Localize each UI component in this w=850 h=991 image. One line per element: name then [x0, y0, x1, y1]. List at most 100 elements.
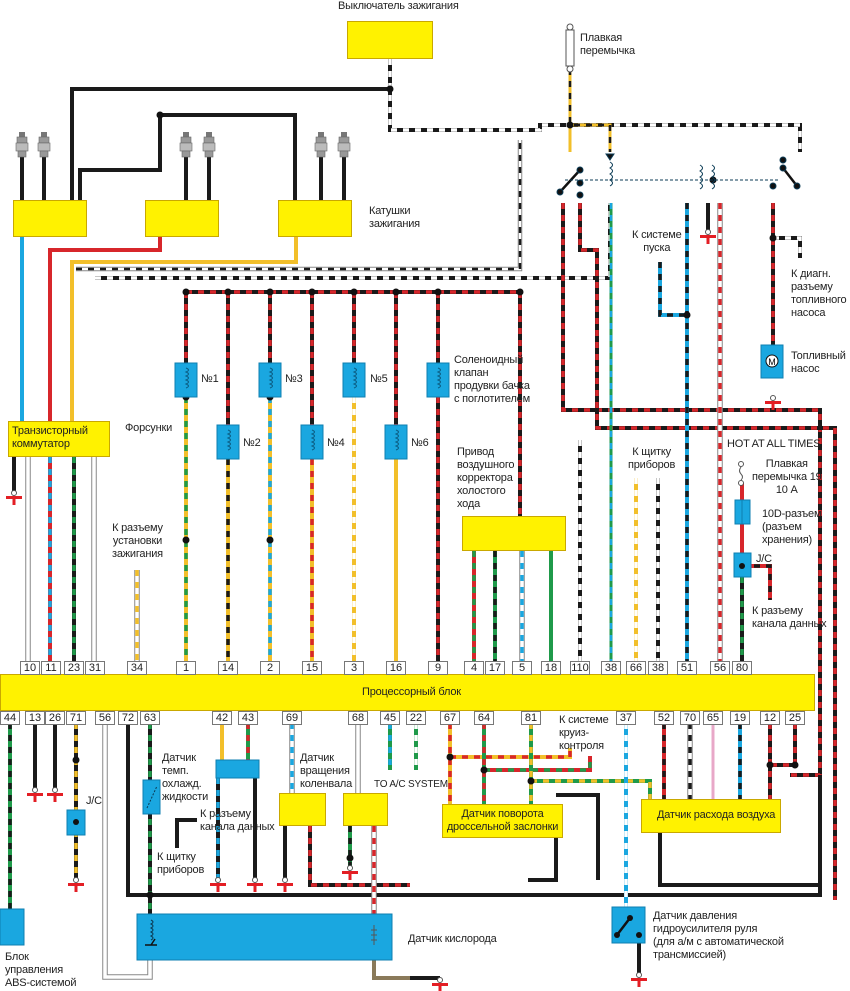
wire: [78, 115, 162, 200]
injector-1-label: №1: [201, 373, 219, 385]
ecu-box: [0, 674, 815, 711]
ground-icon: [6, 496, 22, 505]
junction-dot-icon: [527, 777, 535, 785]
to-ac-system-label: TO A/C SYSTEM: [374, 779, 448, 790]
wire-stripe: [76, 140, 522, 271]
fusible-link-19-label: Плавкая перемычка 19 10 А: [752, 458, 822, 496]
junction-dot-icon: [308, 288, 316, 296]
junction-dot-icon: [182, 288, 190, 296]
to-data-link-bottom-label: К разъему канала данных: [200, 808, 275, 833]
wire: [388, 59, 802, 152]
injector-2-label: №2: [243, 437, 261, 449]
wire-stripe: [308, 826, 410, 887]
wires-layer: [8, 59, 837, 980]
junction-dot-icon: [516, 288, 524, 296]
injector-5-label: №5: [370, 373, 388, 385]
junction-dot-icon: [766, 761, 774, 769]
ecu-pin-bottom: 68: [348, 711, 368, 725]
crank-sensor-box-2: [343, 793, 388, 826]
ecu-pin-bottom: 71: [66, 711, 86, 725]
junction-dot-icon: [266, 288, 274, 296]
motor-icon: M: [760, 344, 784, 379]
ecu-pin-top: 11: [41, 661, 61, 675]
wire: [773, 236, 802, 258]
ground-icon: [247, 883, 263, 892]
main-relay-internals: [556, 153, 801, 199]
ecu-pin-top: 110: [570, 661, 590, 675]
wire: [308, 826, 410, 887]
ground-icon: [631, 978, 647, 987]
jc-bottom-label: J/C: [86, 795, 102, 807]
transistor-igniter-label: Транзисторный коммутатор: [12, 425, 88, 450]
ground-terminal: [52, 787, 58, 793]
jc-top-label: J/C: [756, 553, 772, 565]
wire-stripe: [568, 69, 612, 152]
ground-icon: [277, 883, 293, 892]
ground-icon: [68, 883, 84, 892]
junction-dot-icon: [346, 854, 354, 862]
ignition-coils-label: Катушки зажигания: [369, 205, 420, 230]
wire: [70, 237, 298, 421]
wire-stripe: [388, 59, 802, 152]
ecu-pin-top: 17: [485, 661, 505, 675]
to-timing-connector-label: К разъему установки зажигания: [112, 522, 163, 560]
ecu-pin-bottom: 67: [440, 711, 460, 725]
ecu-pin-top: 80: [732, 661, 752, 675]
ecu-pin-top: 66: [626, 661, 646, 675]
injector-6-label: №6: [411, 437, 429, 449]
crank-sensor-box-1: [279, 793, 326, 826]
maf-sensor-box: [641, 799, 781, 833]
wire: [528, 838, 558, 882]
purge-solenoid-label: Соленоидный клапан продувки бачка с погл…: [454, 354, 530, 405]
ignition-coil-3: [278, 200, 352, 237]
hot-at-all-times-label: HOT AT ALL TIMES: [727, 438, 821, 450]
junction-dot-icon: [392, 288, 400, 296]
ground-icon: [27, 793, 43, 802]
junction-dot-icon: [266, 536, 274, 544]
wire: [484, 756, 592, 772]
wire: [48, 237, 162, 421]
ecu-pin-bottom: 44: [0, 711, 20, 725]
idle-air-actuator-box: [462, 516, 566, 551]
ecu-pin-bottom: 72: [118, 711, 138, 725]
ecu-pin-top: 23: [64, 661, 84, 675]
junction-dot-icon: [769, 234, 777, 242]
ecu-pin-bottom: 22: [406, 711, 426, 725]
transistor-igniter-box: [8, 421, 110, 457]
junction-dot-icon: [446, 753, 454, 761]
junction-dot-icon: [72, 756, 80, 764]
ground-terminal: [11, 490, 17, 496]
wire: [175, 818, 197, 848]
to-instrument-panel-bottom-label: К щитку приборов: [157, 851, 205, 876]
grounds-layer: [6, 229, 781, 991]
ecu-pin-bottom: 52: [654, 711, 674, 725]
ecu-pin-top: 2: [260, 661, 280, 675]
ecu-pin-bottom: 43: [238, 711, 258, 725]
junction-dot-icon: [566, 121, 574, 129]
ecu-pin-top: 56: [710, 661, 730, 675]
junction-dot-icon: [146, 891, 154, 899]
to-instrument-panel-top-label: К щитку приборов: [628, 446, 676, 471]
ground-terminal: [770, 395, 776, 401]
ecu-pin-bottom: 56: [95, 711, 115, 725]
wire-stripe: [531, 779, 652, 799]
junction-dot-icon: [182, 536, 190, 544]
junction-dot-icon: [224, 288, 232, 296]
ground-icon: [342, 871, 358, 880]
ecu-pin-bottom: 64: [474, 711, 494, 725]
ecu-pin-bottom: 19: [730, 711, 750, 725]
injectors-label: Форсунки: [125, 422, 173, 434]
fuel-pump-label: Топливный насос: [791, 350, 846, 375]
connector-10d-label: 10D-разъем (разъем хранения): [762, 508, 822, 546]
junction-dot-icon: [386, 85, 394, 93]
wire-stripe: [561, 203, 822, 777]
ground-terminal: [252, 877, 258, 883]
ecu-label: Процессорный блок: [362, 686, 461, 698]
junction-dot-icon: [791, 761, 799, 769]
wire-stripe: [773, 236, 802, 258]
ecu-pin-bottom: 26: [45, 711, 65, 725]
ecu-pin-bottom: 12: [760, 711, 780, 725]
coolant-temp-sensor-label: Датчик темп. охлажд. жидкости: [162, 752, 209, 803]
ground-icon: [700, 235, 716, 244]
wire: [126, 711, 822, 897]
